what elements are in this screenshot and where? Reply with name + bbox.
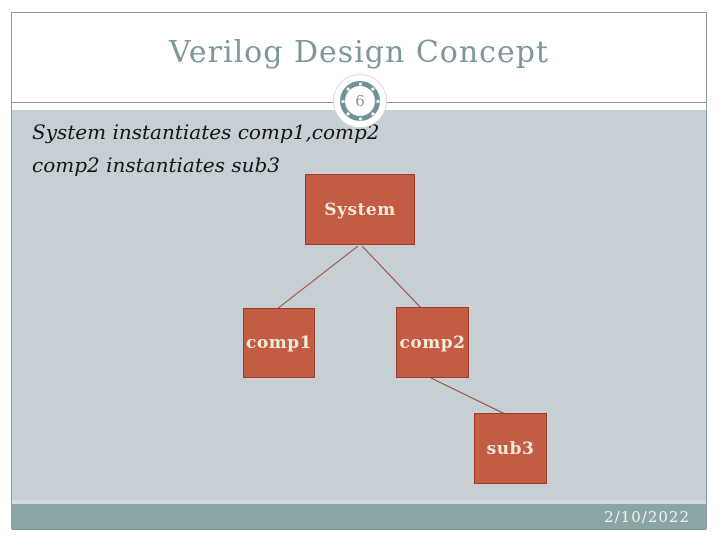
slide-title: Verilog Design Concept: [168, 35, 549, 70]
page-number: 6: [355, 92, 365, 110]
badge-notch-icon: [376, 99, 379, 103]
tree-node-comp2: comp2: [396, 307, 469, 378]
badge-notch-icon: [341, 99, 344, 103]
slide-date: 2/10/2022: [604, 508, 690, 526]
tree-node-comp1: comp1: [243, 308, 315, 378]
badge-ring-icon: 6: [340, 81, 380, 121]
tree-node-sub3: sub3: [474, 413, 547, 484]
badge-notch-icon: [358, 82, 362, 85]
note-line-1: System instantiates comp1,comp2: [32, 120, 380, 144]
badge-notch-icon: [358, 117, 362, 120]
page-number-badge: 6: [333, 74, 387, 128]
note-line-2: comp2 instantiates sub3: [32, 153, 280, 177]
tree-node-system: System: [305, 174, 415, 245]
footer-bar: 2/10/2022: [12, 504, 706, 530]
footer-highlight-strip: [12, 500, 706, 504]
